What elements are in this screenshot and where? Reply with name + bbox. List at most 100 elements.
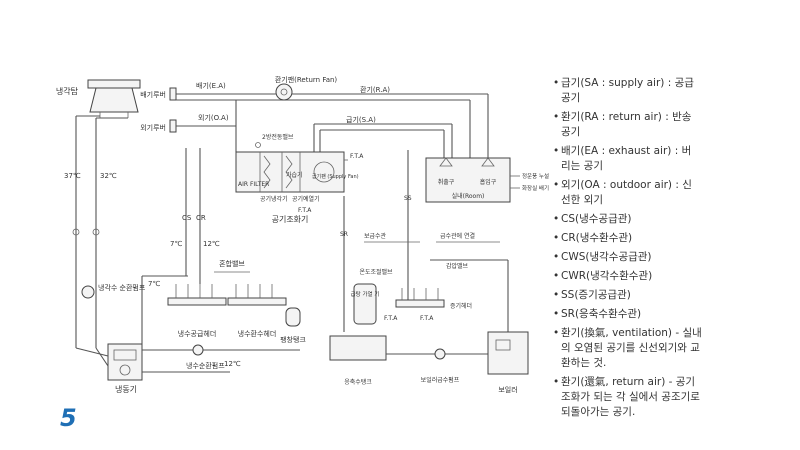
preheater-label: 공기예열기 xyxy=(292,195,320,203)
cooling-tower-label: 냉각탑 xyxy=(56,86,79,96)
room-label: 실내(Room) xyxy=(452,192,485,200)
supply-header-label: 냉수공급헤더 xyxy=(178,329,217,338)
fta-1-label: F.T.A xyxy=(298,207,312,214)
legend-item: •SS(증기공급관) xyxy=(553,288,703,303)
to-expansion-label: 급수관에 연결 xyxy=(440,232,475,240)
legend-item: •CS(냉수공급관) xyxy=(553,212,703,227)
supply-sa-label: 급기(S.A) xyxy=(346,115,376,124)
steam-header: 증기헤더 xyxy=(395,288,472,310)
cooling-coil-label: 공기냉각기 xyxy=(260,195,288,203)
legend-text: CWR(냉각수환수관) xyxy=(561,270,653,282)
two-way-valve-label: 2방전동밸브 xyxy=(262,133,294,141)
legend-item: •외기(OA : outdoor air) : 신 선한 외기 xyxy=(553,178,703,208)
cs-label: CS xyxy=(182,214,192,222)
cwr-valve-icon xyxy=(72,228,80,236)
legend-text: CWS(냉각수공급관) xyxy=(561,251,652,263)
temp-7b: 7℃ xyxy=(148,280,160,288)
fta-2-label: F.T.A xyxy=(350,153,364,160)
supply-header: 냉수공급헤더 xyxy=(167,284,227,338)
legend-text: 외기(OA : outdoor air) : 신 선한 외기 xyxy=(561,179,692,206)
legend-item: •SR(응축수환수관) xyxy=(553,307,703,322)
diffuser-label: 취출구 xyxy=(438,178,455,186)
feed-pump-label: 보일러급수펌프 xyxy=(421,376,460,384)
legend-text: 환기(還氣, return air) - 공기조화가 되는 각 실에서 공조기로… xyxy=(561,376,700,418)
legend-text: 배기(EA : exhaust air) : 버 리는 공기 xyxy=(561,145,692,172)
outdoor-louver-label: 외기루버 xyxy=(140,123,166,132)
cooling-water-pump-label: 냉각수 순환펌프 xyxy=(98,283,146,292)
legend-text: 환기(RA : return air) : 반송 공기 xyxy=(561,111,692,138)
bullet-icon: • xyxy=(553,145,560,157)
ahu-label: 공기조화기 xyxy=(272,215,309,224)
temp-32: 32℃ xyxy=(100,172,117,180)
cws-valve-icon xyxy=(92,228,100,236)
fta-3-label: F.T.A xyxy=(384,315,398,322)
expansion-tank-label: 팽창탱크 xyxy=(280,335,306,344)
chiller-label: 냉동기 xyxy=(115,384,137,394)
legend-item: •CR(냉수환수관) xyxy=(553,231,703,246)
chilled-pump-label: 냉수순환펌프 xyxy=(186,361,225,370)
bullet-icon: • xyxy=(553,270,560,282)
legend-item: •환기(RA : return air) : 반송 공기 xyxy=(553,110,703,140)
legend-text: SR(응축수환수관) xyxy=(561,308,642,320)
bullet-icon: • xyxy=(553,179,560,191)
temp-37: 37℃ xyxy=(64,172,81,180)
return-ra-label: 환기(R.A) xyxy=(360,85,390,94)
legend-text: CS(냉수공급관) xyxy=(561,213,632,225)
bullet-icon: • xyxy=(553,251,560,263)
boiler-label: 보일러 xyxy=(498,385,517,394)
boiler: 보일러 xyxy=(487,331,529,394)
legend-text: 환기(換氣, ventilation) - 실내의 오염된 공기를 신선외기와 … xyxy=(561,327,702,369)
sr-label: SR xyxy=(340,231,348,238)
temp-control-label: 온도조절밸브 xyxy=(359,268,393,276)
exhaust-louver-label: 배기루버 xyxy=(140,90,166,99)
legend-text: SS(증기공급관) xyxy=(561,289,631,301)
exhaust-ea-label: 배기(E.A) xyxy=(196,81,226,90)
condensate-tank: 응축수탱크 xyxy=(329,335,387,386)
cooling-tower: 냉각탑 xyxy=(56,79,141,118)
hot-water-heater: 급탕 가열 기 xyxy=(351,283,380,325)
hw-tank-label: 급탕 가열 기 xyxy=(351,290,380,298)
air-filter-label: AIR FILTER xyxy=(238,181,269,188)
legend-item: •급기(SA : supply air) : 공급 공기 xyxy=(553,76,703,106)
bullet-icon: • xyxy=(553,213,560,225)
bullet-icon: • xyxy=(553,327,560,339)
return-fan-label: 환기팬(Return Fan) xyxy=(275,75,338,84)
trap-label: 감압밸브 xyxy=(446,262,469,270)
cooling-water-pump: 냉각수 순환펌프 xyxy=(81,283,146,299)
exhaust-louver: 배기루버 xyxy=(140,87,177,101)
temp-7a: 7℃ xyxy=(170,240,182,248)
condensate-tank-label: 응축수탱크 xyxy=(344,378,372,386)
outdoor-louver: 외기루버 xyxy=(140,119,177,133)
return-header: 냉수환수헤더 xyxy=(227,284,287,338)
steam-header-label: 증기헤더 xyxy=(450,302,472,310)
makeup-water-label: 보급수관 xyxy=(364,232,387,240)
page-number: 5 xyxy=(60,404,77,432)
humidifier-label: 가습기 xyxy=(286,171,303,179)
legend-item: •환기(換氣, ventilation) - 실내의 오염된 공기를 신선외기와… xyxy=(553,326,703,371)
mixing-valve-label: 혼합밸브 xyxy=(219,259,245,268)
feed-pump-icon xyxy=(434,348,446,360)
return-grille-label: 흡입구 xyxy=(480,178,497,186)
return-header-label: 냉수환수헤더 xyxy=(238,329,277,338)
cr-label: CR xyxy=(196,214,206,222)
supply-fan-label: 급기팬 (Supply Fan) xyxy=(312,173,359,180)
bullet-icon: • xyxy=(553,308,560,320)
legend-item: •CWR(냉각수환수관) xyxy=(553,269,703,284)
legend-text: CR(냉수환수관) xyxy=(561,232,633,244)
ss-label: SS xyxy=(404,195,412,202)
outdoor-oa-label: 외기(O.A) xyxy=(198,113,229,122)
bullet-icon: • xyxy=(553,111,560,123)
room: 취출구 흡입구 실내(Room) xyxy=(425,157,511,203)
legend: •급기(SA : supply air) : 공급 공기•환기(RA : ret… xyxy=(553,76,703,424)
legend-text: 급기(SA : supply air) : 공급 공기 xyxy=(561,77,694,104)
temp-12b: 12℃ xyxy=(224,360,241,368)
room-note-2: 화장실 배기 xyxy=(522,184,549,192)
bullet-icon: • xyxy=(553,376,560,388)
legend-item: •CWS(냉각수공급관) xyxy=(553,250,703,265)
bullet-icon: • xyxy=(553,289,560,301)
return-fan: 환기팬(Return Fan) xyxy=(275,75,338,101)
chiller: 냉동기 xyxy=(75,343,143,394)
temp-12a: 12℃ xyxy=(203,240,220,248)
expansion-tank: 팽창탱크 xyxy=(280,307,306,344)
